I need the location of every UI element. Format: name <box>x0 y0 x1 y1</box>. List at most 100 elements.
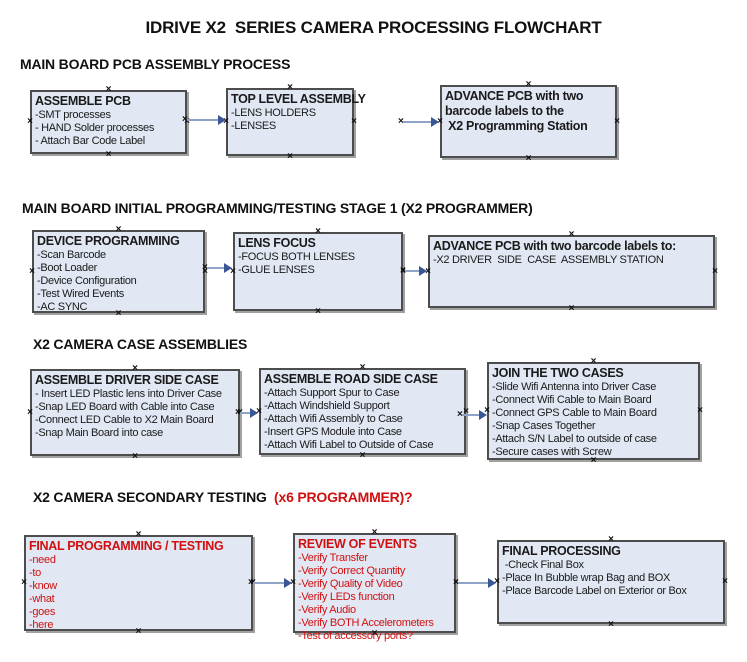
arrow-head-icon <box>488 578 496 588</box>
connection-handle-icon[interactable]: × <box>712 265 718 277</box>
flow-box[interactable]: JOIN THE TWO CASES-Slide Wifi Antenna in… <box>484 357 703 466</box>
box-line: -GLUE LENSES <box>238 264 315 276</box>
connection-handle-icon[interactable]: × <box>29 265 35 277</box>
connection-handle-icon[interactable]: × <box>351 116 357 127</box>
connection-handle-icon[interactable]: × <box>437 115 443 127</box>
box-line: -Connect GPS Cable to Main Board <box>492 407 657 419</box>
connection-handle-icon[interactable]: × <box>235 407 241 418</box>
connection-handle-icon[interactable]: × <box>132 451 138 462</box>
box-title: DEVICE PROGRAMMING <box>37 234 180 248</box>
connection-handle-icon[interactable]: × <box>256 405 262 417</box>
connection-handle-icon[interactable]: × <box>315 226 321 237</box>
connection-handle-icon[interactable]: × <box>457 409 463 420</box>
connector-arrow[interactable]: × <box>248 578 292 588</box>
connector-arrow[interactable]: × <box>453 578 496 588</box>
box-line: -Place In Bubble wrap Bag and BOX <box>502 572 671 584</box>
box-title: JOIN THE TWO CASES <box>492 366 624 380</box>
box-line: -Slide Wifi Antenna into Driver Case <box>492 381 657 393</box>
box-line: -need <box>29 554 56 566</box>
box-line: -what <box>29 593 55 605</box>
connection-handle-icon[interactable]: × <box>494 576 500 587</box>
connection-handle-icon[interactable]: × <box>223 116 229 127</box>
connection-handle-icon[interactable]: × <box>135 529 142 540</box>
connection-handle-icon[interactable]: × <box>590 455 597 466</box>
connection-handle-icon[interactable]: × <box>614 115 620 127</box>
box-line: -Boot Loader <box>37 262 97 274</box>
connection-handle-icon[interactable]: × <box>453 577 459 588</box>
connection-handle-icon[interactable]: × <box>202 262 208 273</box>
flow-box[interactable]: ASSEMBLE DRIVER SIDE CASE- Insert LED Pl… <box>27 364 243 462</box>
connection-handle-icon[interactable]: × <box>608 534 614 545</box>
box-line: -Secure cases with Screw <box>492 446 612 458</box>
connector-arrow[interactable]: × <box>235 408 258 418</box>
connection-handle-icon[interactable]: × <box>568 229 575 240</box>
section-header-text: X2 CAMERA CASE ASSEMBLIES <box>33 336 248 352</box>
connection-handle-icon[interactable]: × <box>525 79 532 90</box>
box-line: -Verify Audio <box>298 604 356 616</box>
arrow-head-icon <box>431 117 439 127</box>
connection-handle-icon[interactable]: × <box>27 116 33 127</box>
arrow-line <box>462 414 481 416</box>
connection-handle-icon[interactable]: × <box>463 405 469 417</box>
connection-handle-icon[interactable]: × <box>453 577 459 588</box>
connection-handle-icon[interactable]: × <box>484 405 490 416</box>
box-line: -Scan Barcode <box>37 249 106 261</box>
connection-handle-icon[interactable]: × <box>359 450 366 461</box>
flow-box[interactable]: DEVICE PROGRAMMING-Scan Barcode-Boot Loa… <box>29 225 208 319</box>
connection-handle-icon[interactable]: × <box>135 626 142 637</box>
connection-handle-icon[interactable]: × <box>590 356 597 367</box>
connection-handle-icon[interactable]: × <box>184 116 190 127</box>
connection-handle-icon[interactable]: × <box>287 151 293 162</box>
connection-handle-icon[interactable]: × <box>230 265 236 277</box>
connection-handle-icon[interactable]: × <box>132 363 138 374</box>
connection-handle-icon[interactable]: × <box>105 84 112 95</box>
connection-handle-icon[interactable]: × <box>248 577 254 588</box>
connection-handle-icon[interactable]: × <box>568 303 575 314</box>
connection-handle-icon[interactable]: × <box>315 306 321 317</box>
connection-handle-icon[interactable]: × <box>115 308 122 319</box>
connection-handle-icon[interactable]: × <box>105 149 112 160</box>
connection-handle-icon[interactable]: × <box>21 577 27 588</box>
flow-box[interactable]: FINAL PROCESSING -Check Final Box-Place … <box>494 535 728 630</box>
flow-box[interactable]: LENS FOCUS-FOCUS BOTH LENSES-GLUE LENSES… <box>230 227 406 317</box>
box-title: TOP LEVEL ASSEMBLY <box>231 92 366 106</box>
connection-handle-icon[interactable]: × <box>608 619 614 630</box>
section-header: MAIN BOARD INITIAL PROGRAMMING/TESTING S… <box>22 200 533 216</box>
connection-handle-icon[interactable]: × <box>202 265 208 277</box>
flow-box[interactable]: FINAL PROGRAMMING / TESTING-need-to-know… <box>21 530 256 637</box>
flow-box[interactable]: ADVANCE PCB with two barcode labels to t… <box>437 80 620 164</box>
connector-arrow[interactable]: × <box>457 410 487 420</box>
connection-handle-icon[interactable]: × <box>400 265 406 276</box>
connector-arrow[interactable]: × <box>400 266 427 276</box>
box-line: - Attach Bar Code Label <box>35 135 145 147</box>
connection-handle-icon[interactable]: × <box>115 224 122 235</box>
box-line: -Connect Wifi Cable to Main Board <box>492 394 652 406</box>
connection-handle-icon[interactable]: × <box>290 577 296 588</box>
connection-handle-icon[interactable]: × <box>722 576 728 587</box>
flow-box[interactable]: REVIEW OF EVENTS-Verify Transfer-Verify … <box>290 528 459 643</box>
box-line: -LENSES <box>231 120 276 132</box>
connection-handle-icon[interactable]: × <box>400 265 406 277</box>
connection-handle-icon[interactable]: × <box>525 153 532 164</box>
flow-box[interactable]: TOP LEVEL ASSEMBLY-LENS HOLDERS-LENSES××… <box>223 83 366 162</box>
arrow-head-icon <box>479 410 487 420</box>
box-title: REVIEW OF EVENTS <box>298 537 417 551</box>
connection-handle-icon[interactable]: × <box>371 628 378 639</box>
connector-arrow[interactable]: × <box>202 263 232 273</box>
connection-handle-icon[interactable]: × <box>697 405 703 416</box>
flow-box[interactable]: ASSEMBLE PCB-SMT processes- HAND Solder … <box>27 85 190 160</box>
connection-handle-icon[interactable]: × <box>371 527 378 538</box>
connector-arrow[interactable]: × <box>182 115 226 125</box>
connection-handle-icon[interactable]: × <box>27 406 33 418</box>
connection-handle-icon[interactable]: × <box>359 362 366 373</box>
connection-handle-icon[interactable]: × <box>287 82 293 93</box>
connection-handle-icon[interactable]: × <box>182 114 188 125</box>
flow-box[interactable]: ASSEMBLE ROAD SIDE CASE-Attach Support S… <box>256 363 469 461</box>
connector-arrow[interactable]: × <box>398 117 439 127</box>
box-line: -Place Barcode Label on Exterior or Box <box>502 585 687 597</box>
flow-box[interactable]: ADVANCE PCB with two barcode labels to:-… <box>425 230 718 314</box>
connection-handle-icon[interactable]: × <box>398 116 404 127</box>
connection-handle-icon[interactable]: × <box>425 265 431 277</box>
box-line: - HAND Solder processes <box>35 122 155 134</box>
